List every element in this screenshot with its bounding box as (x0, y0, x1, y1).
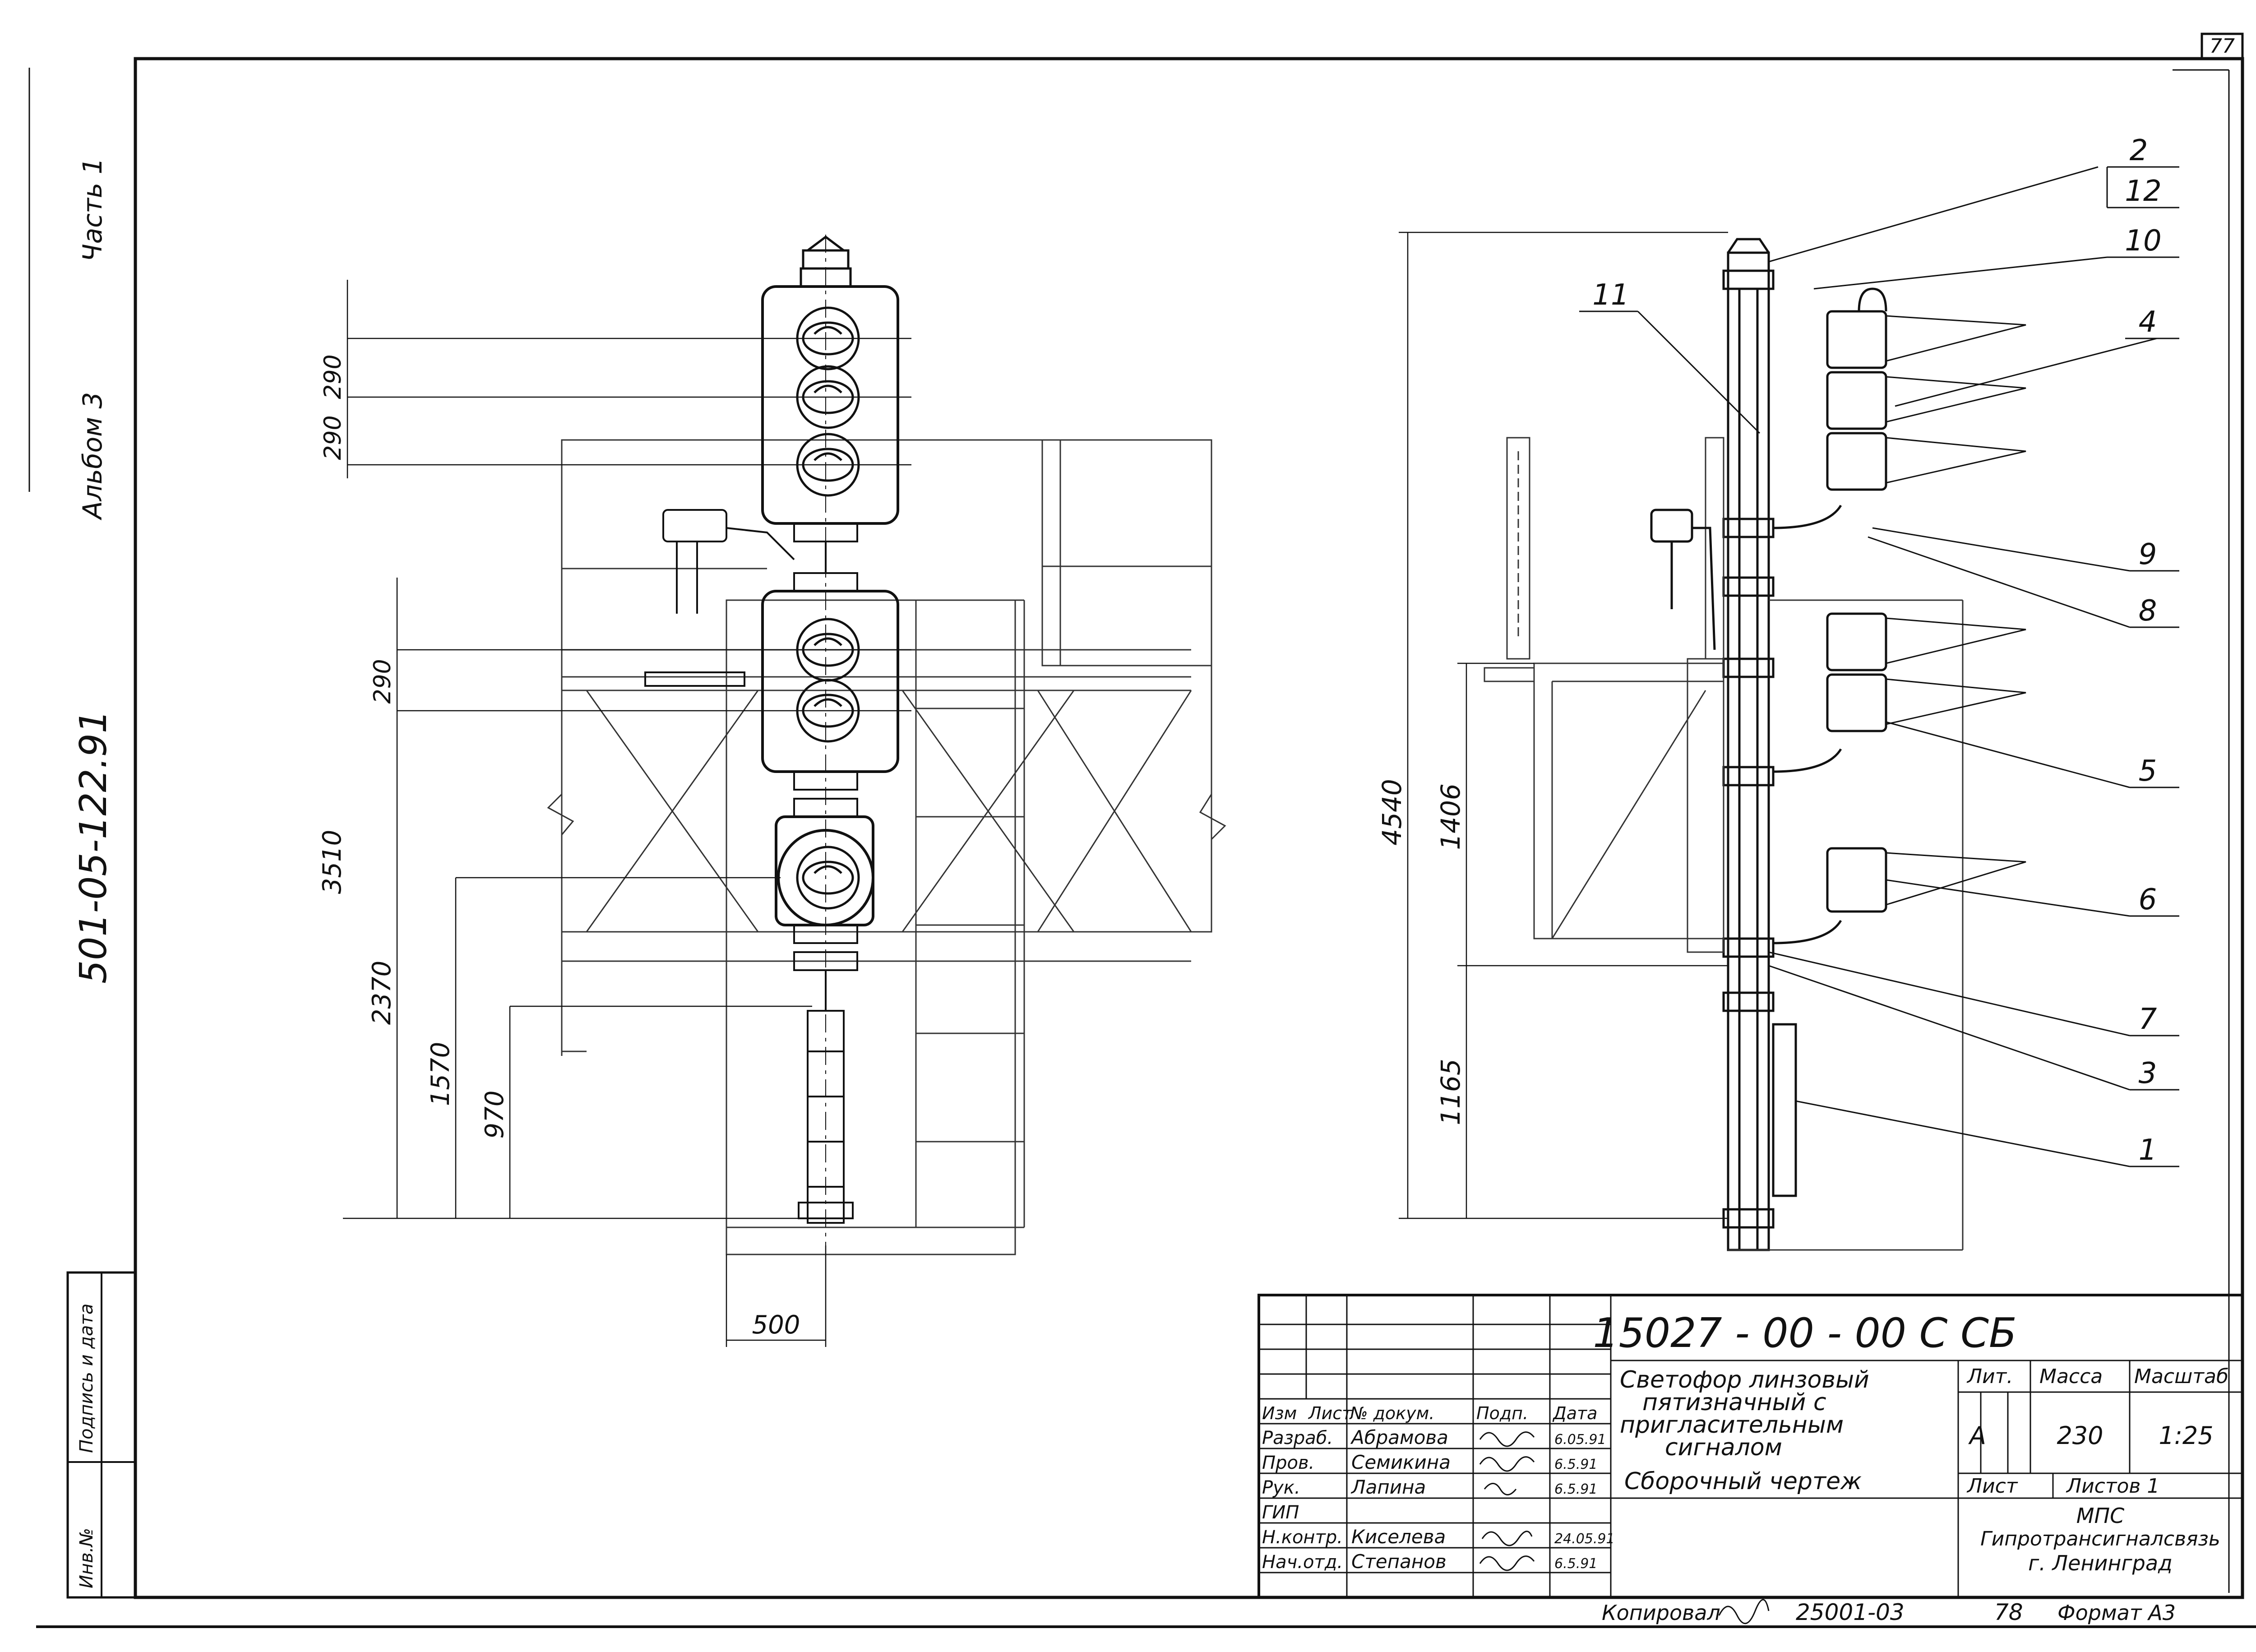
document-code: 501-05-122.91 (72, 710, 115, 984)
callout-9: 9 (2139, 538, 2157, 571)
signer-date: 6.5.91 (1554, 1457, 1597, 1472)
sheet-label: Лист (1966, 1475, 2018, 1498)
footer: Копировал 25001-03 78 Формат А3 (1602, 1599, 2176, 1625)
dim-290-b: 290 (319, 415, 347, 460)
dim-3510: 3510 (318, 830, 347, 894)
signer-rows: Разраб. Абрамова 6.05.91 Пров. Семикина … (1262, 1426, 1615, 1573)
callout-5: 5 (2139, 754, 2157, 788)
side-view: 4540 1406 1165 (1377, 134, 2179, 1251)
side-dimensions (1399, 231, 1728, 1219)
signal-pole (798, 235, 854, 1245)
rev-header-document: № докум. (1349, 1403, 1434, 1423)
dim-500: 500 (752, 1310, 800, 1340)
callout-10: 10 (2125, 224, 2161, 258)
signer-role: ГИП (1262, 1502, 1299, 1523)
callout-4: 4 (2139, 305, 2157, 339)
dim-290-c: 290 (369, 659, 396, 703)
callout-leaders (1579, 166, 2179, 1167)
inventory-box: Инв.№ Подпись и дата (66, 1271, 137, 1599)
side-platform (1484, 437, 1964, 1251)
copied-label: Копировал (1602, 1601, 1720, 1625)
signer-name: Абрамова (1350, 1426, 1448, 1448)
signer-name: Лапина (1350, 1476, 1426, 1498)
signer-date: 6.5.91 (1554, 1556, 1597, 1572)
title-block: 15027 - 00 - 00 С СБ Светофор линзовый п… (1257, 1294, 2244, 1599)
head-brackets (793, 523, 858, 1011)
callout-numbers: 2 12 10 11 4 9 8 5 6 7 3 1 (1592, 134, 2161, 1167)
side-pole (1722, 238, 1797, 1251)
callout-6: 6 (2139, 883, 2157, 916)
signature-marks (1479, 1431, 1535, 1571)
side-lamps (1650, 287, 2026, 944)
callout-8: 8 (2139, 594, 2157, 628)
copy-sheet: 78 (1994, 1599, 2023, 1625)
title-line-4: сигналом (1665, 1434, 1782, 1461)
org-line-3: г. Ленинград (2028, 1551, 2173, 1575)
album-label: Альбом 3 (77, 392, 108, 521)
part-label: Часть 1 (77, 158, 108, 262)
org-line-2: Гипротрансигналсвязь (1980, 1527, 2220, 1550)
signer-role: Рук. (1262, 1477, 1300, 1498)
lit-value: А (1968, 1421, 1986, 1450)
page-number: 77 (2210, 35, 2235, 58)
signer-name: Степанов (1351, 1550, 1447, 1573)
document-type: Сборочный чертеж (1624, 1468, 1862, 1495)
rev-header-sheet: Лист (1308, 1403, 1353, 1423)
callout-12: 12 (2125, 175, 2161, 208)
sheets-count: Листов 1 (2066, 1475, 2159, 1498)
signature-date-label: Подпись и дата (76, 1304, 97, 1453)
title-line-3: пригласительным (1620, 1411, 1844, 1439)
copy-format: Формат А3 (2057, 1601, 2176, 1625)
dim-4540: 4540 (1377, 779, 1407, 846)
front-view: 290 290 290 3510 2370 1570 970 500 (318, 235, 1226, 1347)
dim-1165: 1165 (1435, 1059, 1466, 1125)
title-line-2: пятизначный с (1642, 1389, 1826, 1416)
dim-1406: 1406 (1435, 783, 1466, 850)
callout-11: 11 (1592, 278, 1629, 312)
dim-970: 970 (480, 1091, 509, 1139)
signer-date: 24.05.91 (1554, 1531, 1615, 1547)
scale-value: 1:25 (2159, 1421, 2213, 1450)
signer-date: 6.05.91 (1554, 1432, 1606, 1448)
signer-name: Семикина (1351, 1451, 1451, 1473)
callout-1: 1 (2139, 1134, 2157, 1167)
signer-role: Н.контр. (1262, 1527, 1343, 1548)
callout-3: 3 (2139, 1057, 2157, 1090)
platform-truss (547, 439, 1226, 1255)
drawing-designation: 15027 - 00 - 00 С СБ (1593, 1310, 2016, 1357)
side-labels: Часть 1 Альбом 3 501-05-122.91 (28, 68, 115, 984)
front-dimensions (343, 280, 911, 1347)
lit-label: Лит. (1966, 1365, 2013, 1388)
scale-label: Масштаб (2134, 1365, 2228, 1388)
org-line-1: МПС (2076, 1504, 2124, 1528)
mass-label: Масса (2039, 1365, 2103, 1388)
signer-role: Разраб. (1262, 1428, 1333, 1448)
sheet-frame: 77 (36, 32, 2256, 1628)
rev-header-change: Изм (1262, 1403, 1297, 1423)
dim-1570: 1570 (426, 1042, 455, 1106)
lens (796, 846, 860, 910)
signer-role: Нач.отд. (1262, 1552, 1343, 1573)
dim-2370: 2370 (367, 961, 397, 1025)
title-line-1: Светофор линзовый (1620, 1366, 1869, 1393)
dim-290-a: 290 (319, 354, 347, 399)
callout-7: 7 (2139, 1003, 2157, 1036)
mass-value: 230 (2057, 1421, 2103, 1450)
rev-header-date: Дата (1552, 1403, 1597, 1423)
signer-date: 6.5.91 (1554, 1481, 1597, 1497)
rev-header-signature: Подп. (1476, 1403, 1528, 1423)
callout-2: 2 (2130, 134, 2148, 167)
lenses (796, 306, 860, 910)
signer-name: Киселева (1351, 1526, 1446, 1548)
copy-number: 25001-03 (1796, 1599, 1905, 1625)
side-box (644, 509, 795, 687)
inventory-number-label: Инв.№ (76, 1528, 97, 1588)
signer-role: Пров. (1262, 1453, 1314, 1473)
